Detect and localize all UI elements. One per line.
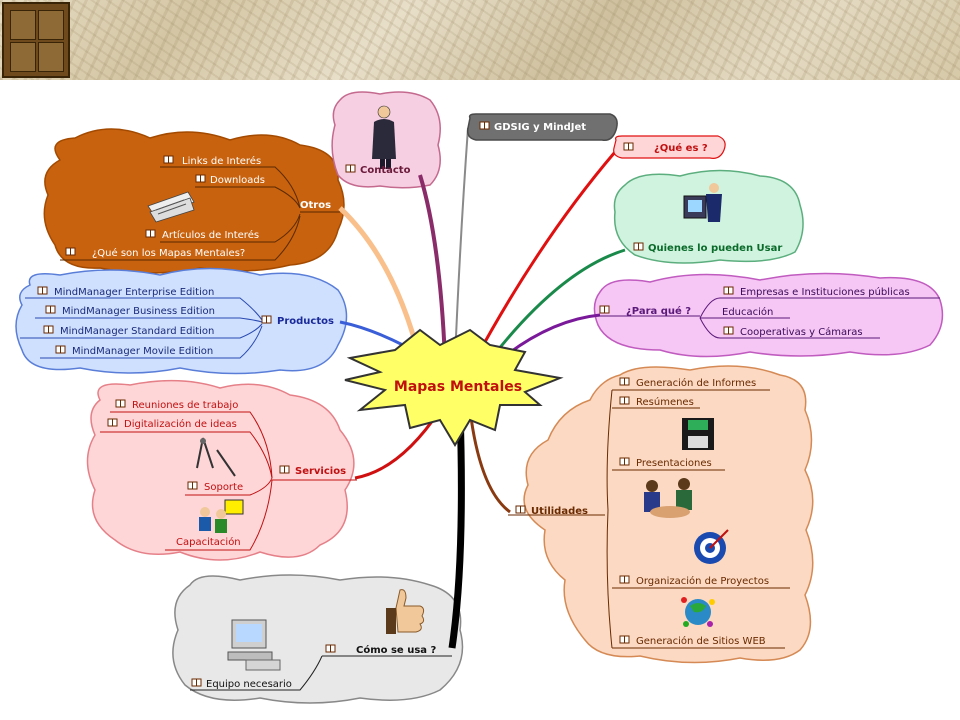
- otros-cloud: [43, 128, 345, 274]
- computer-icon: [227, 619, 281, 671]
- floppy-disk-icon: [682, 418, 714, 450]
- equipo-item[interactable]: Equipo necesario: [190, 655, 323, 691]
- servicios-items: Reuniones de trabajo Digitalización de i…: [107, 399, 243, 548]
- productos-label: Productos: [277, 316, 334, 327]
- quienes-node[interactable]: Quienes lo pueden Usar: [633, 242, 782, 254]
- compass-drawing-icon: [196, 437, 236, 477]
- contacto-label: Contacto: [360, 165, 411, 176]
- para-que-branches: [598, 297, 940, 339]
- para-que-item[interactable]: Educación: [722, 306, 773, 318]
- newspapers-icon: [147, 191, 195, 223]
- quienes-label: Quienes lo pueden Usar: [648, 243, 782, 254]
- utilidades-items: Generación de Informes Resúmenes Present…: [619, 377, 769, 647]
- para-que-node[interactable]: ¿Para qué ?: [599, 305, 691, 317]
- productos-item[interactable]: MindManager Standard Edition: [60, 326, 214, 337]
- para-que-label: ¿Para qué ?: [626, 305, 691, 317]
- window-logo: [2, 2, 70, 78]
- utilidades-branches: [508, 389, 790, 649]
- otros-node[interactable]: Otros: [300, 200, 331, 211]
- productos-items: MindManager Enterprise Edition MindManag…: [37, 286, 215, 357]
- otros-label: Otros: [300, 200, 331, 211]
- servicios-item[interactable]: Soporte: [204, 482, 243, 493]
- como-se-usa-label: Cómo se usa ?: [356, 644, 436, 656]
- thumbs-up-icon: [386, 589, 425, 634]
- presenter-icon: [683, 183, 722, 222]
- servicios-node[interactable]: Servicios: [279, 465, 346, 477]
- contacto-node[interactable]: Contacto: [345, 164, 411, 176]
- otros-item[interactable]: Artículos de Interés: [162, 229, 259, 241]
- para-que-cloud: [593, 272, 944, 358]
- central-topic[interactable]: Mapas Mentales: [344, 328, 564, 447]
- gdsig-node[interactable]: GDSIG y MindJet: [466, 113, 618, 142]
- utilidades-node[interactable]: Utilidades: [515, 505, 588, 517]
- como-se-usa-node[interactable]: Cómo se usa ?: [322, 644, 452, 657]
- utilidades-item[interactable]: Generación de Sitios WEB: [636, 635, 766, 647]
- servicios-item[interactable]: Reuniones de trabajo: [132, 400, 238, 411]
- target-icon: [694, 529, 729, 564]
- servicios-item[interactable]: Digitalización de ideas: [124, 418, 237, 430]
- globe-people-icon: [681, 597, 715, 627]
- productos-cloud: [15, 267, 348, 375]
- que-es-node[interactable]: ¿Qué es ?: [613, 135, 726, 159]
- businessman-phone-icon: [372, 105, 396, 169]
- header-banner: [0, 0, 960, 80]
- otros-items: Links de Interés Downloads Artículos de …: [65, 155, 265, 259]
- otros-item[interactable]: Links de Interés: [182, 155, 261, 167]
- otros-item[interactable]: Downloads: [210, 175, 265, 186]
- utilidades-label: Utilidades: [531, 506, 588, 517]
- para-que-items: Empresas e Instituciones públicas Educac…: [722, 286, 910, 338]
- otros-branches: [60, 166, 340, 261]
- central-topic-label: Mapas Mentales: [394, 379, 522, 395]
- productos-node[interactable]: Productos: [261, 315, 334, 327]
- para-que-item[interactable]: Cooperativas y Cámaras: [740, 326, 863, 338]
- que-es-label: ¿Qué es ?: [654, 142, 708, 154]
- banner-texture: [0, 0, 960, 80]
- productos-item[interactable]: MindManager Business Edition: [62, 306, 215, 317]
- servicios-item[interactable]: Capacitación: [176, 536, 241, 548]
- servicios-label: Servicios: [295, 466, 346, 477]
- servicios-cloud: [86, 379, 355, 561]
- servicios-branches: [100, 411, 357, 551]
- utilidades-item[interactable]: Organización de Proyectos: [636, 575, 769, 587]
- utilidades-item[interactable]: Presentaciones: [636, 458, 712, 469]
- equipo-label: Equipo necesario: [206, 679, 292, 690]
- equipo-cloud: [172, 574, 464, 704]
- productos-branches: [20, 297, 263, 359]
- utilidades-item[interactable]: Generación de Informes: [636, 377, 756, 389]
- meeting-icon: [644, 478, 692, 518]
- productos-item[interactable]: MindManager Movile Edition: [72, 346, 213, 357]
- otros-item[interactable]: ¿Qué son los Mapas Mentales?: [92, 247, 245, 259]
- gdsig-label: GDSIG y MindJet: [494, 122, 586, 133]
- utilidades-item[interactable]: Resúmenes: [636, 396, 694, 408]
- productos-item[interactable]: MindManager Enterprise Edition: [54, 287, 214, 298]
- training-people-icon: [199, 499, 244, 533]
- para-que-item[interactable]: Empresas e Instituciones públicas: [740, 286, 910, 298]
